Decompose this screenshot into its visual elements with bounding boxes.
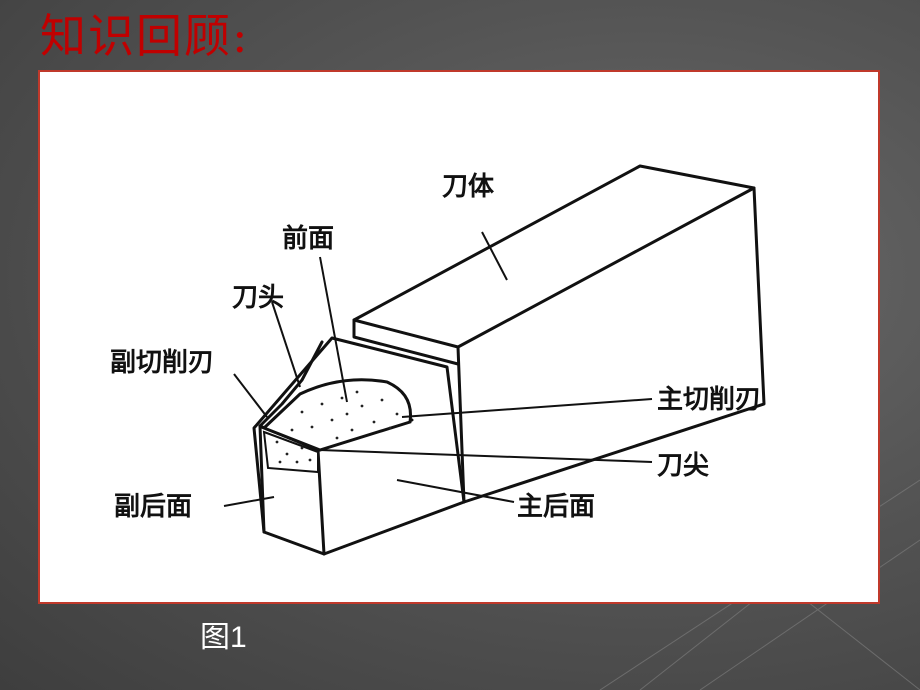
label-minor-cutting-edge: 副切削刃 [110, 348, 214, 378]
leader-major-flank [396, 479, 515, 503]
rake-face [261, 378, 413, 452]
minor-flank-left [258, 424, 266, 534]
label-rake-face: 前面 [282, 223, 334, 254]
label-major-cutting-edge: 主切削刃 [657, 385, 761, 415]
slide-title: 知识回顾: [40, 9, 250, 63]
leader-rake-face [319, 256, 348, 403]
label-major-flank: 主后面 [517, 492, 595, 522]
head-top-face [258, 340, 324, 428]
shank-bottom-edge [456, 345, 466, 504]
shank-right-face [462, 186, 766, 504]
label-body: 刀体 [442, 172, 495, 202]
texture-dots [275, 390, 399, 464]
leader-tip [319, 449, 653, 463]
shank-front-step [352, 318, 460, 366]
label-tool-tip: 刀尖 [657, 451, 709, 481]
figure-caption: 图1 [200, 621, 247, 654]
label-tool-head: 刀头 [232, 283, 284, 313]
shank-top-face [352, 164, 756, 349]
leader-tool-head [271, 301, 301, 388]
leader-minor-edge [233, 373, 268, 418]
leader-body [481, 231, 508, 281]
figure-frame: 刀体 前面 刀头 副切削刃 主切削刃 刀尖 副后面 主后面 [38, 70, 880, 604]
label-minor-flank: 副后面 [114, 492, 192, 522]
leader-minor-flank [223, 496, 275, 507]
turning-tool-diagram: 刀体 前面 刀头 副切削刃 主切削刃 刀尖 副后面 主后面 [110, 164, 766, 556]
leader-major-edge [401, 398, 653, 418]
